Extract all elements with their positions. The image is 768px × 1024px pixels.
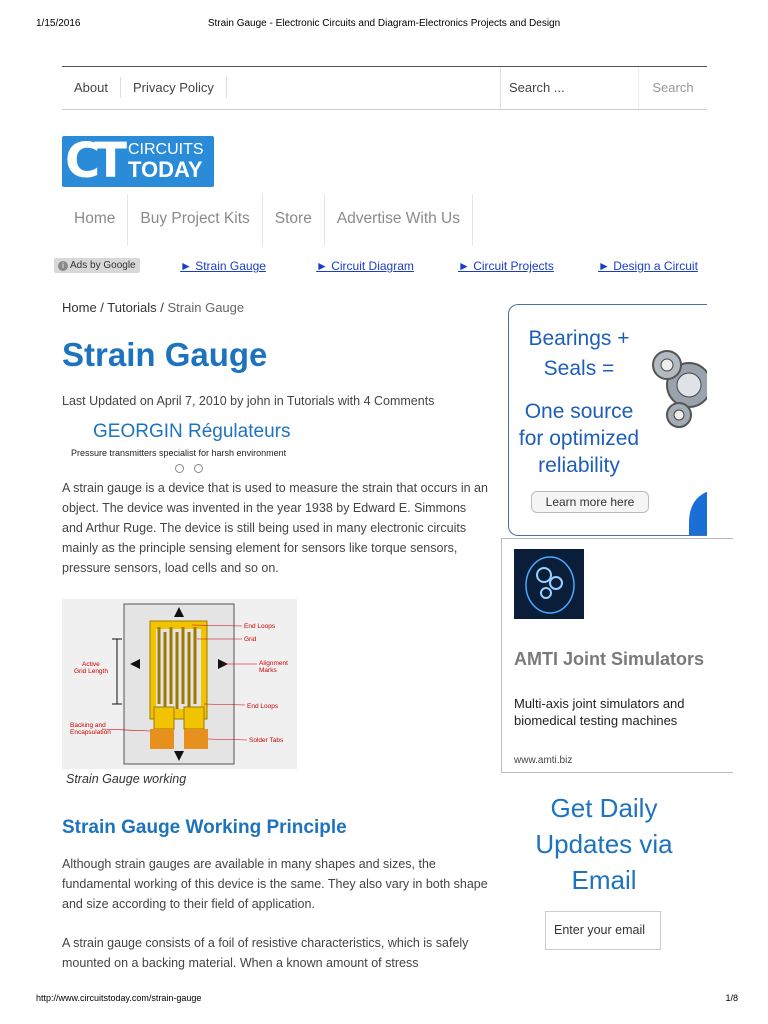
strain-gauge-diagram: End Loops Grid Alignment Marks Active Gr… — [62, 599, 297, 769]
subscribe-heading: Get Daily Updates via Email — [535, 793, 673, 895]
learn-more-button[interactable]: Learn more here — [531, 491, 649, 513]
label-solder-tabs: Solder Tabs — [249, 737, 284, 744]
logo-line1: CIRCUITS — [128, 141, 204, 158]
label-backing: Backing and — [70, 722, 106, 729]
text-ad-subtitle: Pressure transmitters specialist for har… — [71, 448, 287, 458]
bearing-icon — [652, 350, 707, 535]
top-bar: About Privacy Policy Search ... Search — [62, 66, 707, 110]
ad-link-strain-gauge[interactable]: ► Strain Gauge — [180, 259, 266, 273]
figure-caption: Strain Gauge working — [66, 772, 187, 786]
email-input[interactable]: Enter your email — [545, 911, 661, 950]
nav-buy-kits[interactable]: Buy Project Kits — [128, 194, 263, 246]
paragraph: A strain gauge consists of a foil of res… — [62, 936, 469, 970]
breadcrumb-home[interactable]: Home — [62, 300, 97, 315]
print-page-number: 1/8 — [725, 993, 738, 1003]
paragraph: Although strain gauges are available in … — [62, 857, 488, 911]
breadcrumb-section[interactable]: Tutorials — [107, 300, 157, 315]
ad-line: Bearings + — [528, 327, 630, 350]
amti-ad-url[interactable]: www.amti.biz — [514, 755, 573, 766]
search-button[interactable]: Search — [652, 80, 694, 95]
amti-ad[interactable]: AMTI Joint Simulators Multi-axis joint s… — [501, 538, 733, 773]
label-end-loops: End Loops — [247, 703, 279, 710]
nav-advertise[interactable]: Advertise With Us — [325, 194, 473, 246]
breadcrumb-current: Strain Gauge — [167, 300, 245, 315]
ad-link-circuit-projects[interactable]: ► Circuit Projects — [458, 259, 554, 273]
label-end-loops: End Loops — [244, 623, 276, 630]
print-title: Strain Gauge - Electronic Circuits and D… — [207, 18, 561, 29]
carousel-dot[interactable] — [194, 464, 203, 473]
info-icon: i — [58, 261, 68, 271]
top-nav: About Privacy Policy — [62, 77, 227, 98]
label-marks: Marks — [259, 667, 277, 674]
nav-home[interactable]: Home — [62, 194, 129, 246]
head-gears-image — [514, 549, 584, 619]
search-input[interactable]: Search ... — [501, 67, 639, 109]
page-title: Strain Gauge — [62, 336, 268, 373]
amti-ad-title[interactable]: AMTI Joint Simulators — [514, 649, 705, 669]
ad-line: reliability — [538, 454, 620, 477]
label-alignment: Alignment — [259, 660, 288, 667]
section-heading: Strain Gauge Working Principle — [62, 817, 347, 838]
print-url: http://www.circuitstoday.com/strain-gaug… — [36, 993, 202, 1003]
nav-about-link[interactable]: About — [62, 77, 121, 98]
breadcrumb-sep: / — [96, 300, 108, 315]
nav-store[interactable]: Store — [263, 194, 325, 246]
ad-line: Seals = — [543, 357, 615, 380]
ad-line: for optimized — [518, 427, 640, 450]
logo-line2: TODAY — [128, 157, 203, 182]
amti-ad-body: Multi-axis joint simulators and biomedic… — [514, 696, 685, 728]
site-logo[interactable]: CT CIRCUITS TODAY — [62, 136, 214, 187]
nav-privacy-link[interactable]: Privacy Policy — [121, 77, 227, 98]
ad-line: One source — [524, 400, 634, 423]
ad-link-circuit-diagram[interactable]: ► Circuit Diagram — [316, 259, 414, 273]
search-form: Search ... Search — [500, 67, 707, 109]
post-meta: Last Updated on April 7, 2010 by john in… — [62, 394, 435, 408]
breadcrumb: Home / Tutorials / Strain Gauge — [62, 300, 244, 315]
strain-gauge-illustration: End Loops Grid Alignment Marks Active Gr… — [70, 603, 288, 765]
logo-letters: CT — [65, 136, 127, 187]
ads-badge-label: Ads by Google — [70, 260, 136, 271]
carousel-dot[interactable] — [175, 464, 184, 473]
label-active: Active — [82, 661, 100, 668]
print-date: 1/15/2016 — [36, 18, 81, 29]
label-grid-length: Grid Length — [74, 668, 108, 675]
bearings-ad[interactable]: Bearings + Seals = One source for optimi… — [508, 304, 707, 536]
intro-paragraph: A strain gauge is a device that is used … — [62, 481, 488, 575]
label-grid: Grid — [244, 636, 257, 643]
text-ad-title[interactable]: GEORGIN Régulateurs — [93, 421, 291, 442]
breadcrumb-sep: / — [156, 300, 168, 315]
label-encapsulation: Encapsulation — [70, 729, 111, 736]
main-nav: Home Buy Project Kits Store Advertise Wi… — [62, 194, 473, 246]
ad-link-design-circuit[interactable]: ► Design a Circuit — [598, 259, 698, 273]
